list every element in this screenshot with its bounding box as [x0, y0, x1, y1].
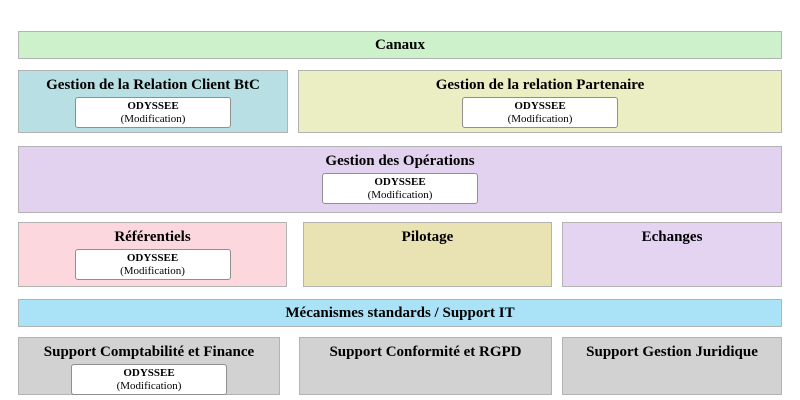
odyssee-app-box: ODYSSEE (Modification)	[74, 249, 231, 280]
app-status: (Modification)	[120, 265, 185, 277]
app-status: (Modification)	[367, 189, 433, 201]
block-support-comptabilite-finance: Support Comptabilité et Finance ODYSSEE …	[18, 337, 280, 395]
odyssee-app-box: ODYSSEE (Modification)	[71, 364, 227, 395]
app-status: (Modification)	[116, 380, 182, 392]
block-support-gestion-juridique: Support Gestion Juridique	[562, 337, 782, 395]
block-support-comptabilite-finance-title: Support Comptabilité et Finance	[43, 344, 255, 360]
app-name: ODYSSEE	[127, 100, 179, 112]
block-support-conformite-rgpd-title: Support Conformité et RGPD	[329, 344, 522, 360]
block-pilotage: Pilotage	[303, 222, 552, 287]
block-echanges: Echanges	[562, 222, 782, 287]
block-mecanismes-support-it: Mécanismes standards / Support IT	[18, 299, 782, 327]
app-name: ODYSSEE	[374, 176, 426, 188]
block-pilotage-title: Pilotage	[401, 229, 454, 245]
app-status: (Modification)	[507, 113, 573, 125]
block-relation-client-btc-title: Gestion de la Relation Client BtC	[46, 77, 260, 93]
block-canaux: Canaux	[18, 31, 782, 59]
odyssee-app-box: ODYSSEE (Modification)	[75, 97, 231, 128]
block-referentiels-title: Référentiels	[114, 229, 191, 245]
block-mecanismes-support-it-title: Mécanismes standards / Support IT	[285, 304, 515, 321]
block-relation-client-btc: Gestion de la Relation Client BtC ODYSSE…	[18, 70, 288, 133]
block-support-conformite-rgpd: Support Conformité et RGPD	[299, 337, 552, 395]
block-echanges-title: Echanges	[641, 229, 703, 245]
app-name: ODYSSEE	[514, 100, 566, 112]
odyssee-app-box: ODYSSEE (Modification)	[322, 173, 478, 204]
block-support-gestion-juridique-title: Support Gestion Juridique	[586, 344, 758, 360]
app-name: ODYSSEE	[126, 252, 179, 264]
block-gestion-operations-title: Gestion des Opérations	[325, 153, 475, 169]
block-gestion-operations: Gestion des Opérations ODYSSEE (Modifica…	[18, 146, 782, 213]
odyssee-app-box: ODYSSEE (Modification)	[462, 97, 618, 128]
block-referentiels: Référentiels ODYSSEE (Modification)	[18, 222, 287, 287]
block-relation-partenaire-title: Gestion de la relation Partenaire	[435, 77, 645, 93]
block-canaux-title: Canaux	[374, 36, 426, 53]
block-relation-partenaire: Gestion de la relation Partenaire ODYSSE…	[298, 70, 782, 133]
app-status: (Modification)	[120, 113, 186, 125]
app-name: ODYSSEE	[123, 367, 175, 379]
